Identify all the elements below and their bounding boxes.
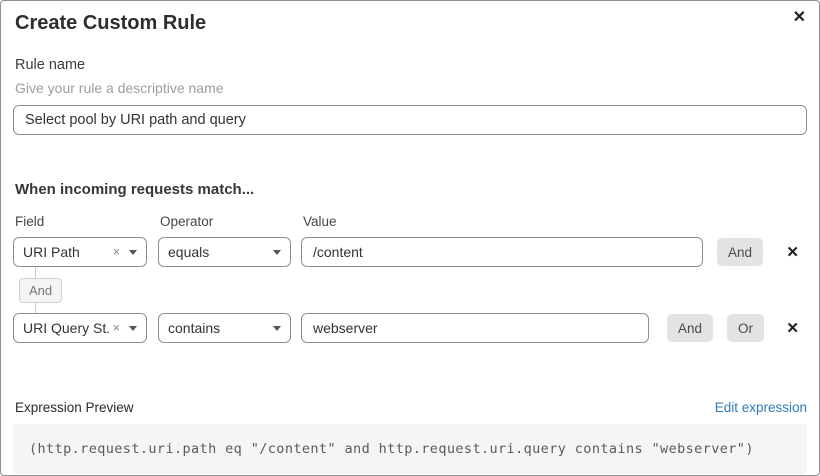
- field-select-value: URI Path: [23, 244, 80, 260]
- add-and-condition-button[interactable]: And: [667, 314, 714, 342]
- rule-name-hint: Give your rule a descriptive name: [15, 80, 224, 96]
- page-title: Create Custom Rule: [15, 12, 207, 34]
- field-select[interactable]: URI Path ×: [13, 237, 147, 267]
- expression-preview-header: Expression Preview Edit expression: [13, 400, 807, 415]
- operator-select[interactable]: equals: [158, 237, 291, 267]
- value-input[interactable]: [301, 313, 649, 343]
- close-icon[interactable]: ✕: [792, 9, 806, 26]
- connector-and-pill: And: [19, 277, 63, 303]
- value-input[interactable]: [301, 237, 703, 267]
- condition-column-labels: Field Operator Value: [13, 214, 807, 229]
- chevron-down-icon: [129, 249, 137, 255]
- chevron-down-icon: [273, 249, 281, 255]
- condition-row-2: URI Query St... × contains And Or ✕: [13, 313, 807, 343]
- expression-preview-label: Expression Preview: [15, 400, 134, 415]
- operator-select-value: equals: [168, 244, 210, 260]
- field-column-label: Field: [15, 214, 45, 229]
- remove-condition-icon[interactable]: ✕: [786, 243, 799, 261]
- add-or-condition-button[interactable]: Or: [727, 314, 765, 342]
- operator-column-label: Operator: [160, 214, 214, 229]
- field-select[interactable]: URI Query St... ×: [13, 313, 147, 343]
- operator-select[interactable]: contains: [158, 313, 291, 343]
- condition-row-1: URI Path × equals And ✕: [13, 237, 807, 267]
- rule-name-input[interactable]: [13, 105, 807, 135]
- clear-icon[interactable]: ×: [112, 244, 120, 259]
- operator-select-value: contains: [168, 320, 221, 336]
- chevron-down-icon: [129, 325, 137, 331]
- clear-icon[interactable]: ×: [112, 320, 120, 335]
- chevron-down-icon: [273, 325, 281, 331]
- remove-condition-icon[interactable]: ✕: [786, 319, 799, 337]
- expression-preview-code: (http.request.uri.path eq "/content" and…: [13, 424, 807, 474]
- edit-expression-link[interactable]: Edit expression: [714, 400, 807, 415]
- rule-name-label: Rule name: [15, 57, 86, 73]
- condition-connector: And: [13, 267, 807, 313]
- value-column-label: Value: [303, 214, 337, 229]
- add-and-condition-button[interactable]: And: [717, 238, 764, 266]
- field-select-value: URI Query St...: [23, 320, 109, 336]
- conditions-heading: When incoming requests match...: [15, 181, 255, 198]
